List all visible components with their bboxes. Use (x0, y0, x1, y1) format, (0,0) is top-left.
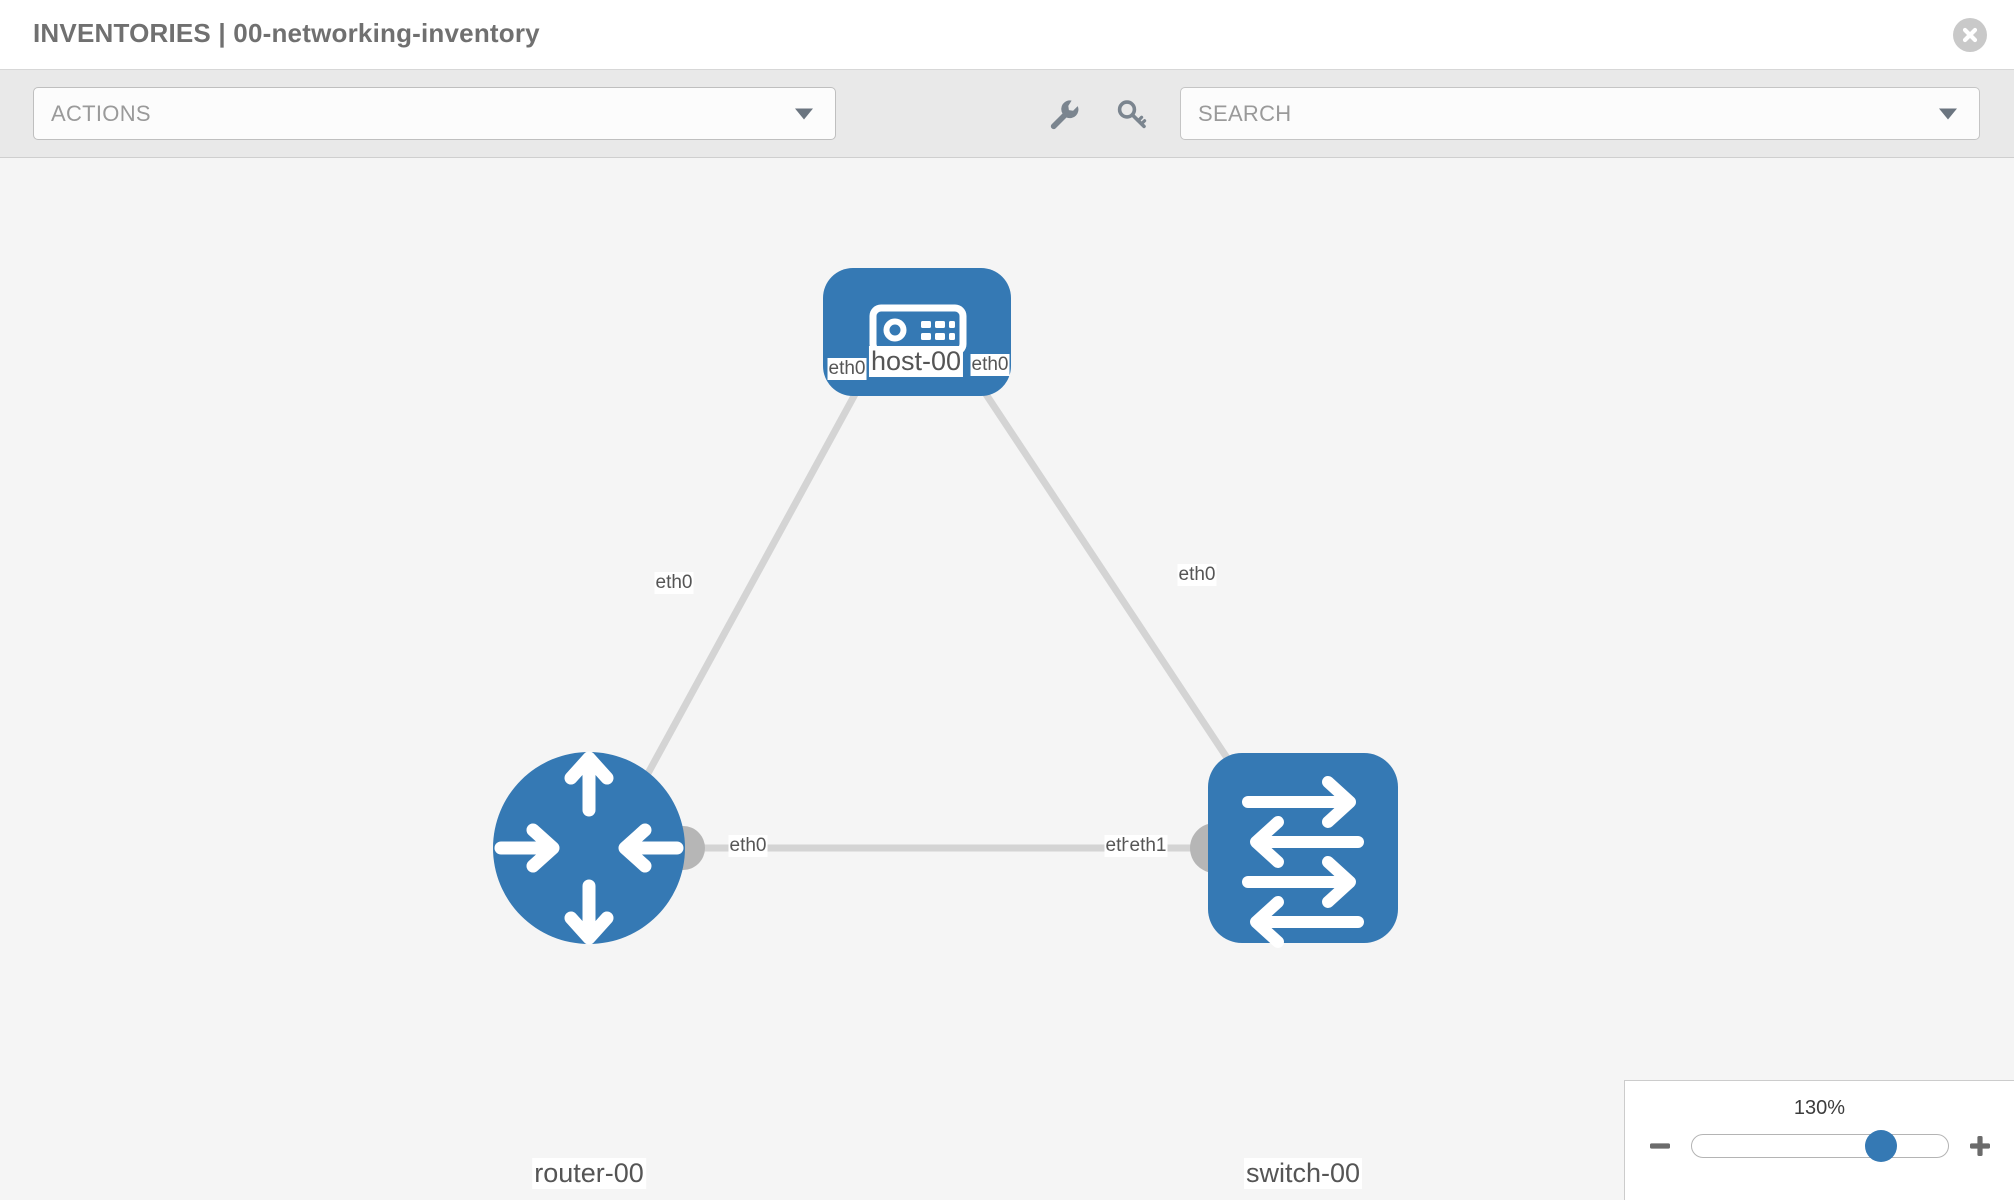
actions-dropdown-label: ACTIONS (51, 100, 151, 126)
close-button[interactable] (1953, 18, 1987, 52)
toolbar: ACTIONS SEARCH (0, 70, 2014, 158)
chevron-down-icon (1939, 108, 1957, 119)
zoom-in-button[interactable] (1963, 1129, 1997, 1163)
iface-label-host00-left: eth0 (827, 358, 867, 380)
topology-graph (493, 268, 1398, 948)
minus-icon (1649, 1143, 1670, 1149)
close-icon (1962, 27, 1978, 43)
search-placeholder: SEARCH (1198, 100, 1292, 126)
iface-label-switch00-uplink: eth0 (1177, 564, 1217, 586)
node-label-switch-00: switch-00 (1243, 1158, 1363, 1189)
iface-label-router00-uplink: eth0 (654, 572, 694, 594)
search-input[interactable]: SEARCH (1180, 87, 1980, 140)
zoom-out-button[interactable] (1643, 1129, 1677, 1163)
iface-label-router00-eth0: eth0 (728, 835, 768, 857)
wrench-button[interactable] (1042, 92, 1086, 136)
node-label-host-00: host-00 (868, 346, 964, 377)
iface-label-host00-right: eth0 (970, 354, 1010, 376)
page-header: INVENTORIES | 00-networking-inventory (0, 0, 2014, 70)
plus-icon (1969, 1136, 1990, 1156)
zoom-slider-track[interactable] (1690, 1130, 1949, 1162)
page-title: INVENTORIES | 00-networking-inventory (33, 18, 540, 48)
edge-host00-switch00[interactable] (949, 341, 1250, 790)
node-switch-00[interactable] (1208, 753, 1398, 948)
topology-canvas[interactable]: host-00 router-00 switch-00 eth0 eth0 et… (0, 158, 2014, 1200)
zoom-control-panel: 130% (1624, 1080, 2014, 1200)
zoom-slider-row (1625, 1129, 2014, 1163)
zoom-level-value: 130% (1793, 1097, 1846, 1119)
key-button[interactable] (1110, 92, 1154, 136)
actions-dropdown[interactable]: ACTIONS (33, 87, 836, 140)
zoom-slider-thumb[interactable] (1864, 1130, 1897, 1162)
wrench-icon (1050, 100, 1079, 130)
edge-host00-router00[interactable] (636, 341, 887, 790)
node-label-router-00: router-00 (532, 1158, 646, 1189)
node-router-00[interactable] (493, 751, 685, 945)
iface-label-switch00-eth1: eth1 (1128, 835, 1168, 857)
chevron-down-icon (795, 108, 813, 119)
topology-edges (636, 341, 1250, 852)
topology-sockets (661, 318, 1263, 873)
key-icon (1117, 100, 1147, 129)
